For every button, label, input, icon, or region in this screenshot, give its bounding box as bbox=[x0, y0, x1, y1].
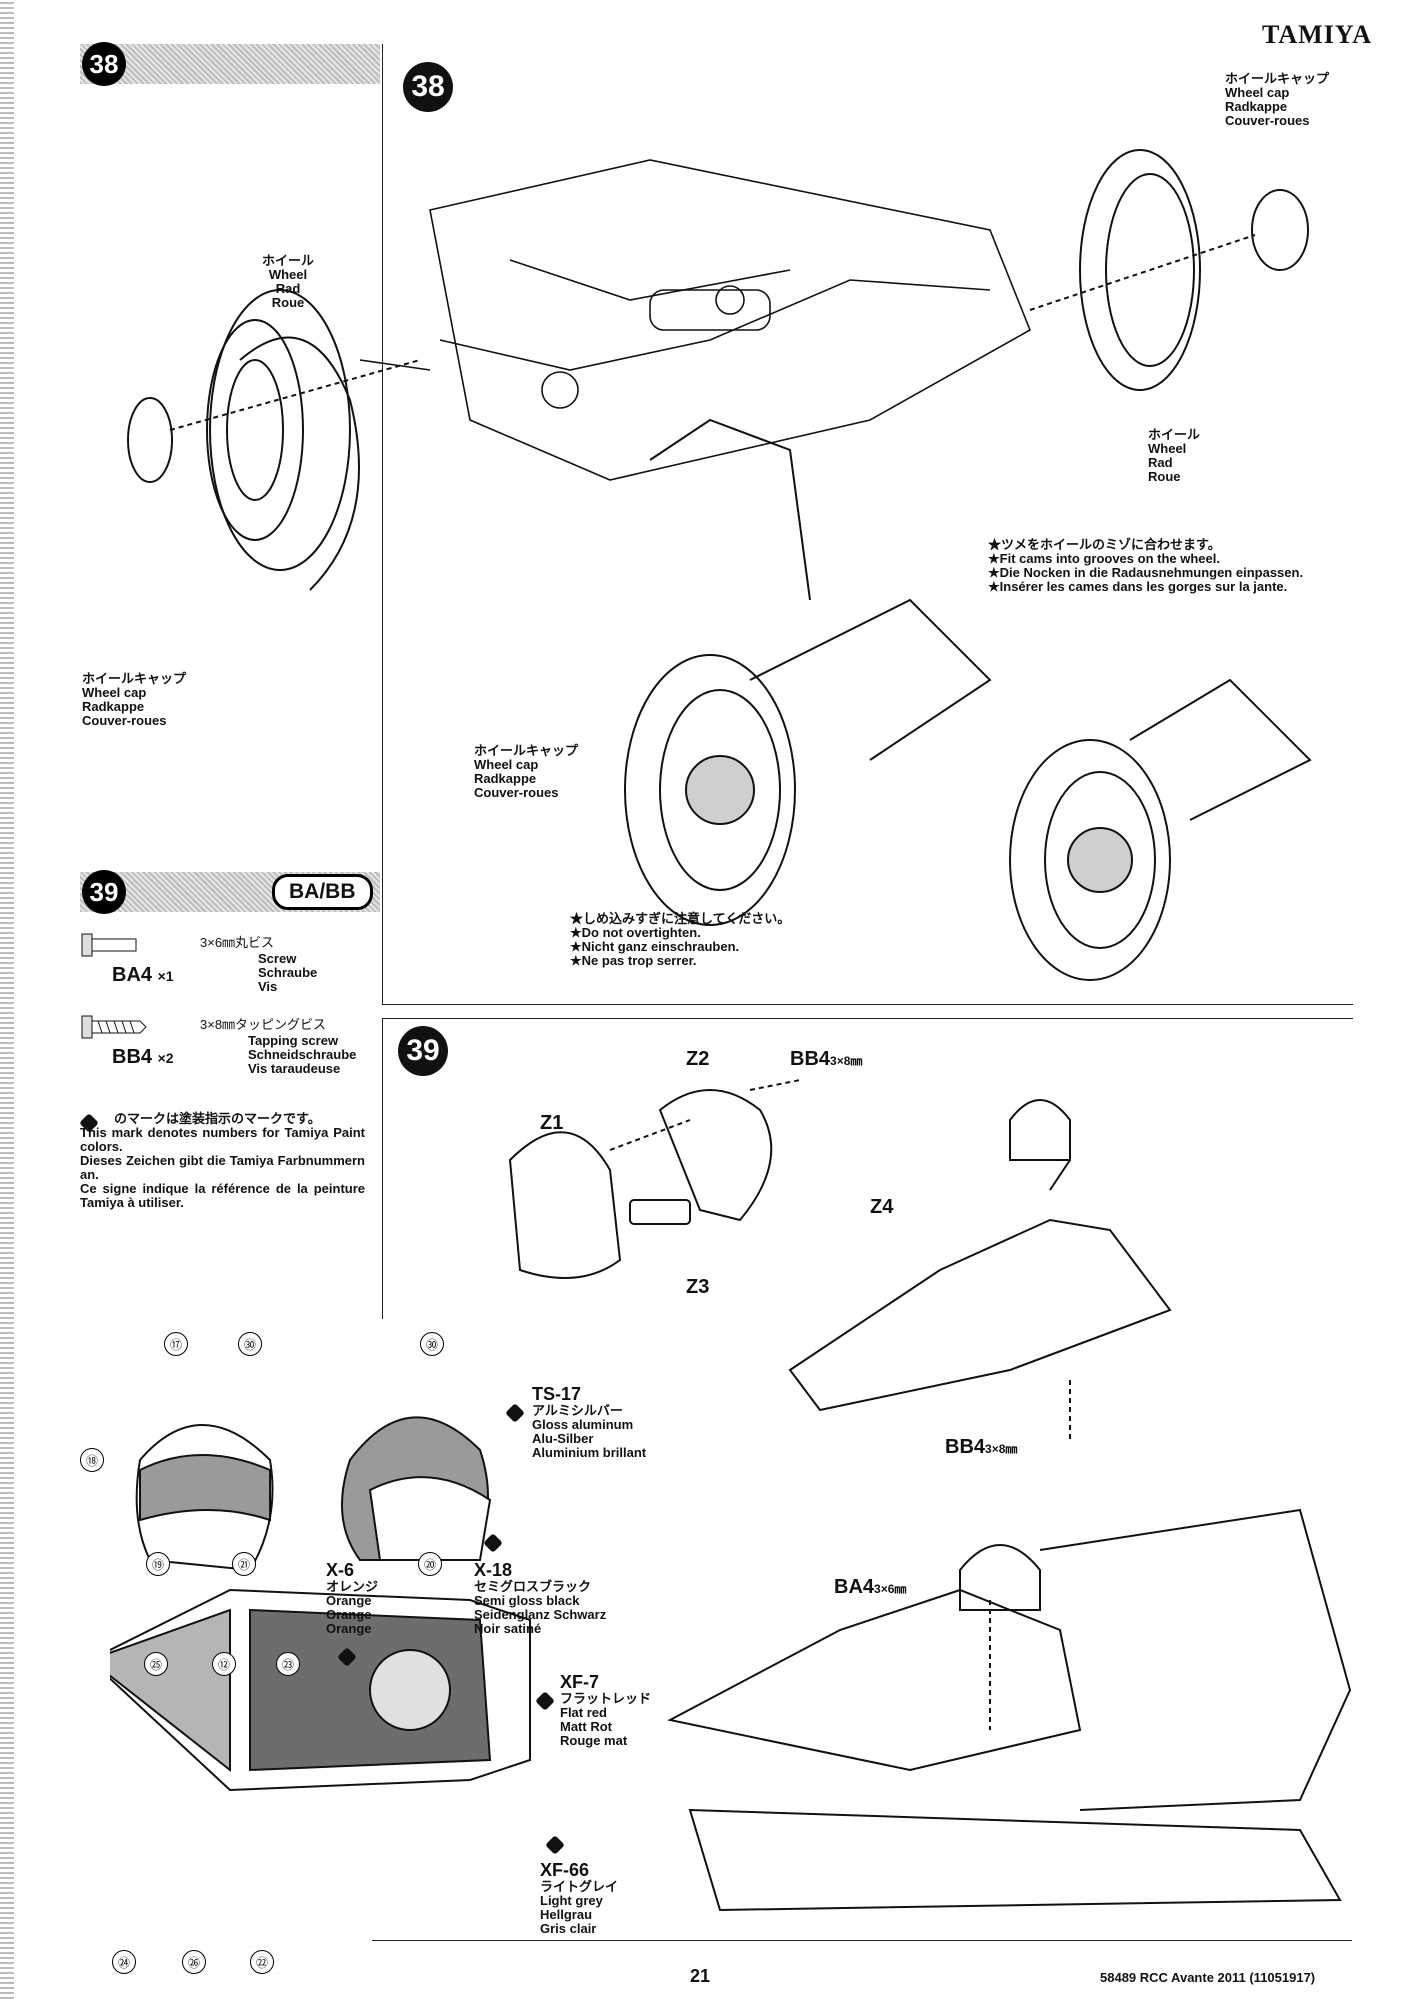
step-38-frame bbox=[382, 44, 1353, 1005]
decal-number: ㉓ bbox=[276, 1652, 300, 1676]
page-number: 21 bbox=[690, 1966, 711, 1986]
step-39-illustration-installed bbox=[667, 1508, 1352, 1912]
decal-number: ⑱ bbox=[80, 1448, 104, 1472]
brand-logo: TAMIYA bbox=[1261, 20, 1372, 49]
part-z1: Z1 bbox=[540, 1112, 564, 1134]
decal-number: ㉔ bbox=[112, 1950, 136, 1974]
part-z2: Z2 bbox=[686, 1048, 710, 1070]
paint-mark-note: のマークは塗装指示のマークです。This mark denotes number… bbox=[80, 1111, 365, 1210]
decal-number: ⑫ bbox=[212, 1652, 236, 1676]
decal-number: ㉒ bbox=[250, 1950, 274, 1974]
step-39-big-badge: 39 bbox=[398, 1026, 448, 1076]
screw-bb4-size: 3×8㎜タッピングビス bbox=[200, 1017, 327, 1032]
step-39-bag-code: BA/BB bbox=[272, 874, 373, 910]
decal-number: ㉖ bbox=[182, 1950, 206, 1974]
step-38-header-bar bbox=[80, 44, 380, 84]
part-z4: Z4 bbox=[870, 1196, 894, 1218]
step-39-badge: 39 bbox=[82, 870, 126, 914]
screw-bb4-icon bbox=[81, 1015, 147, 1039]
screw-ba4-size: 3×6㎜丸ビス bbox=[200, 935, 275, 950]
decal-number: ⑲ bbox=[146, 1552, 170, 1576]
step-39-frame bbox=[382, 1018, 1353, 1319]
screw-bb4-top-label: BB43×8㎜ bbox=[790, 1048, 863, 1070]
screw-ba4-code: BA4 ×1 bbox=[112, 964, 174, 986]
screw-ba4-icon bbox=[81, 933, 137, 957]
decal-number: ㉚ bbox=[238, 1332, 262, 1356]
screw-bb4-bottom-label: BB43×8㎜ bbox=[945, 1436, 1018, 1458]
document-code: 58489 RCC Avante 2011 (11051917) bbox=[1100, 1970, 1316, 1985]
decal-number: ㉚ bbox=[420, 1332, 444, 1356]
step-38-badge: 38 bbox=[82, 42, 126, 86]
helmet-and-cockpit-paint-illustration bbox=[110, 1416, 531, 1792]
step-38-big-badge: 38 bbox=[403, 62, 453, 112]
footer-rule bbox=[372, 1940, 1352, 1941]
step-39-illustration-assembly bbox=[508, 1079, 1172, 1440]
scan-edge bbox=[0, 0, 14, 1999]
screw-bb4-code: BB4 ×2 bbox=[112, 1046, 174, 1068]
step-38-illustration bbox=[127, 149, 1312, 981]
note-do-not-overtighten: ★しめ込みすぎに注意してください。★Do not overtighten.★Ni… bbox=[570, 911, 791, 968]
decal-number: ㉑ bbox=[232, 1552, 256, 1576]
decal-number: ㉕ bbox=[144, 1652, 168, 1676]
decal-number: ⑰ bbox=[164, 1332, 188, 1356]
screw-ba4-label: BA43×6㎜ bbox=[834, 1576, 907, 1598]
part-z3: Z3 bbox=[686, 1276, 710, 1298]
decal-number: ⑳ bbox=[418, 1552, 442, 1576]
note-fit-cams: ★ツメをホイールのミゾに合わせます。★Fit cams into grooves… bbox=[988, 537, 1304, 594]
